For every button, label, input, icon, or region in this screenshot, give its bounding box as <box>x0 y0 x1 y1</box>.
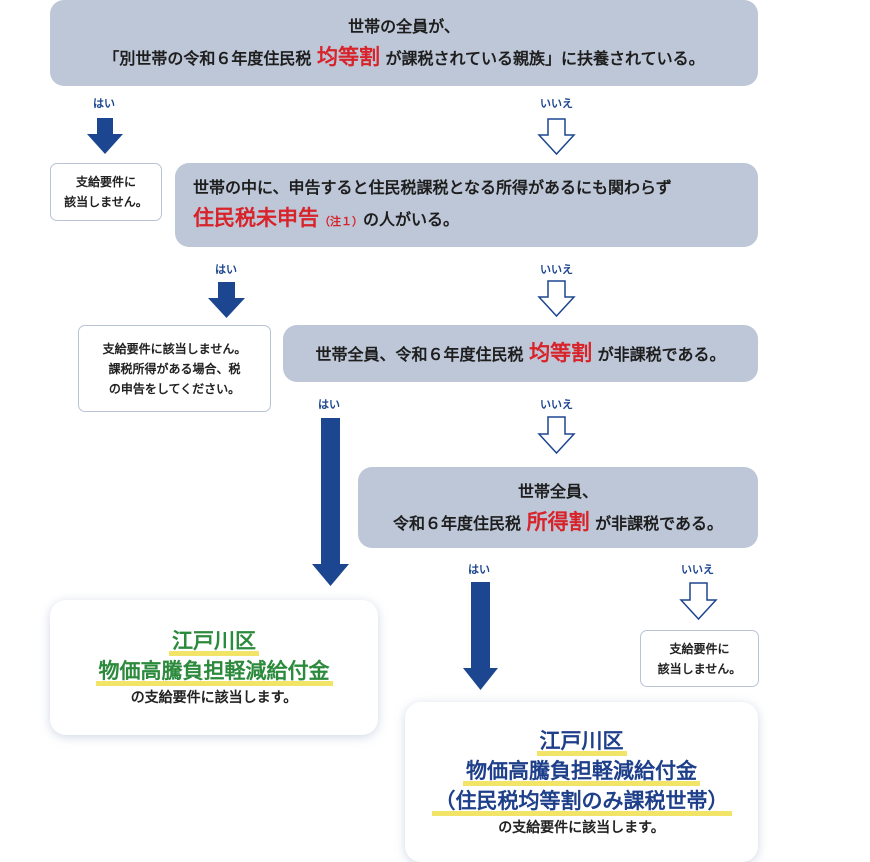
question-4-line1: 世帯全員、 <box>517 481 598 501</box>
q4-text-post: が非課税である。 <box>589 513 723 533</box>
no-label-4: いいえ <box>681 563 714 576</box>
not-eligible-2-line1: 支給要件に該当しません。 <box>102 341 247 356</box>
question-4-box: 世帯全員、 令和６年度住民税 所得割 が非課税である。 <box>358 467 758 548</box>
q3-emphasis: 均等割 <box>529 340 593 365</box>
not-eligible-1-line1: 支給要件に <box>75 175 136 189</box>
hollow-arrow-down-icon <box>537 416 576 455</box>
result-box-1: 江戸川区 物価高騰負担軽減給付金 の支給要件に該当します。 <box>50 600 378 735</box>
q1-text-post: が課税されている親族」に扶養されている。 <box>379 49 705 68</box>
question-3-line: 世帯全員、令和６年度住民税 均等割 が非課税である。 <box>316 338 726 370</box>
result-2-line4: の支給要件に該当します。 <box>498 820 665 836</box>
q4-emphasis: 所得割 <box>526 509 590 534</box>
long-solid-arrow-down-icon <box>312 418 349 586</box>
not-eligible-box-1: 支給要件に 該当しません。 <box>50 163 162 221</box>
q2-text-post: の人がいる。 <box>363 210 460 229</box>
not-eligible-box-3: 支給要件に 該当しません。 <box>640 630 759 687</box>
result-1-line2: 物価高騰負担軽減給付金 <box>95 655 333 686</box>
hollow-arrow-down-icon <box>537 118 576 156</box>
not-eligible-3-line1: 支給要件に <box>669 641 730 656</box>
q3-text-post: が非課税である。 <box>592 344 726 364</box>
no-label-3: いいえ <box>540 398 573 411</box>
question-4-line2: 令和６年度住民税 所得割 が非課税である。 <box>393 507 723 539</box>
yes-label-2: はい <box>215 263 237 276</box>
hollow-arrow-down-icon <box>537 280 576 318</box>
q4-text: 令和６年度住民税 <box>393 513 527 533</box>
q1-emphasis: 均等割 <box>316 45 380 69</box>
result-box-2: 江戸川区 物価高騰負担軽減給付金 （住民税均等割のみ課税世帯） の支給要件に該当… <box>405 702 758 862</box>
no-label-2: いいえ <box>540 263 573 276</box>
question-2-box: 世帯の中に、申告すると住民税課税となる所得があるにも関わらず 住民税未申告（注１… <box>175 163 758 247</box>
solid-arrow-down-icon <box>208 282 245 318</box>
not-eligible-box-2: 支給要件に該当しません。 課税所得がある場合、税 の申告をしてください。 <box>78 325 271 412</box>
not-eligible-1-line2: 該当しません。 <box>64 195 148 209</box>
q1-text: 「別世帯の令和６年度住民税 <box>103 49 317 68</box>
question-2-line2: 住民税未申告（注１）の人がいる。 <box>193 203 459 237</box>
long-solid-arrow-down-icon <box>463 582 498 690</box>
result-1-line1: 江戸川区 <box>169 625 259 656</box>
yes-label-4: はい <box>468 563 490 576</box>
result-2-line2: 物価高騰負担軽減給付金 <box>463 756 700 786</box>
not-eligible-3-line2: 該当しません。 <box>657 661 742 676</box>
yes-label-1: はい <box>93 97 115 110</box>
yes-label-3: はい <box>318 398 340 411</box>
q2-note: （注１） <box>319 215 363 228</box>
question-2-line1: 世帯の中に、申告すると住民税課税となる所得があるにも関わらず <box>193 178 672 197</box>
not-eligible-2-line3: の申告をしてください。 <box>108 381 241 396</box>
not-eligible-2-line2: 課税所得がある場合、税 <box>108 361 241 376</box>
solid-arrow-down-icon <box>87 118 123 154</box>
no-label-1: いいえ <box>540 97 573 110</box>
result-1-line3: の支給要件に該当します。 <box>130 689 298 706</box>
question-1-box: 世帯の全員が、 「別世帯の令和６年度住民税 均等割 が課税されている親族」に扶養… <box>50 0 758 86</box>
question-1-line1: 世帯の全員が、 <box>348 17 460 36</box>
question-1-line2: 「別世帯の令和６年度住民税 均等割 が課税されている親族」に扶養されている。 <box>103 42 704 74</box>
q2-emphasis: 住民税未申告 <box>193 206 319 230</box>
hollow-arrow-down-icon <box>679 582 718 621</box>
result-2-line1: 江戸川区 <box>536 726 627 756</box>
q3-text: 世帯全員、令和６年度住民税 <box>315 344 530 364</box>
question-3-box: 世帯全員、令和６年度住民税 均等割 が非課税である。 <box>283 325 758 382</box>
result-2-line3: （住民税均等割のみ課税世帯） <box>431 786 732 816</box>
